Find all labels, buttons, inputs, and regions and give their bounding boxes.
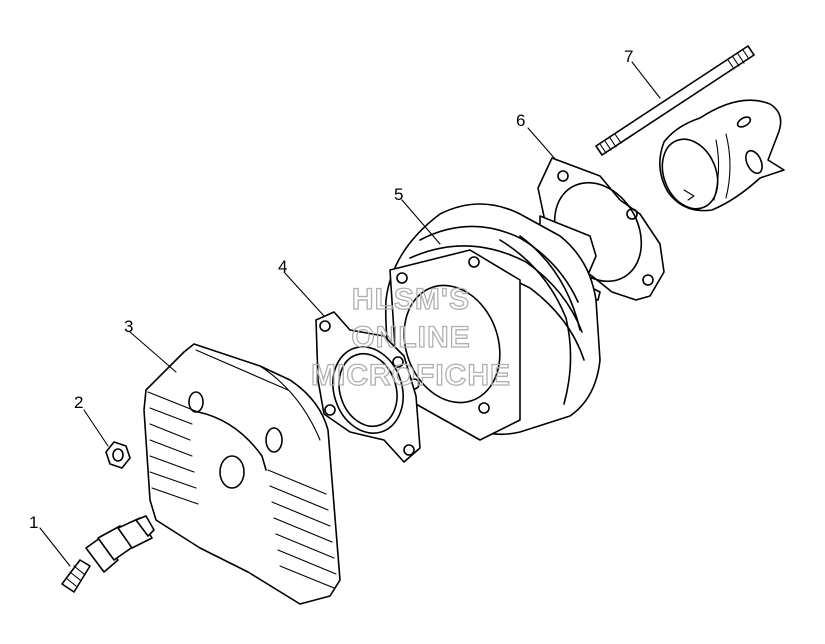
leader-lines: [39, 61, 661, 567]
watermark: HLSM'S ONLINE MICROFICHE: [310, 282, 511, 392]
callout-7: 7: [624, 47, 633, 66]
watermark-line-1: HLSM'S: [352, 283, 470, 316]
callout-6: 6: [516, 111, 525, 130]
callout-5: 5: [394, 185, 403, 204]
callout-3: 3: [124, 317, 133, 336]
watermark-line-3: MICROFICHE: [311, 359, 511, 392]
spark-plug-icon: [61, 515, 155, 593]
nut-icon: [105, 441, 131, 469]
head-gasket-icon: [315, 311, 421, 463]
cylinder-head-icon: [143, 343, 341, 605]
callout-numbers: 1 2 3 4 5 6 7: [29, 47, 633, 532]
piston-icon: [659, 99, 785, 212]
cylinder-icon: [384, 203, 601, 441]
callout-2: 2: [74, 393, 83, 412]
stud-bolt-icon: [595, 45, 755, 156]
callout-1: 1: [29, 513, 38, 532]
watermark-line-2: ONLINE: [351, 321, 470, 354]
callout-4: 4: [278, 257, 287, 276]
